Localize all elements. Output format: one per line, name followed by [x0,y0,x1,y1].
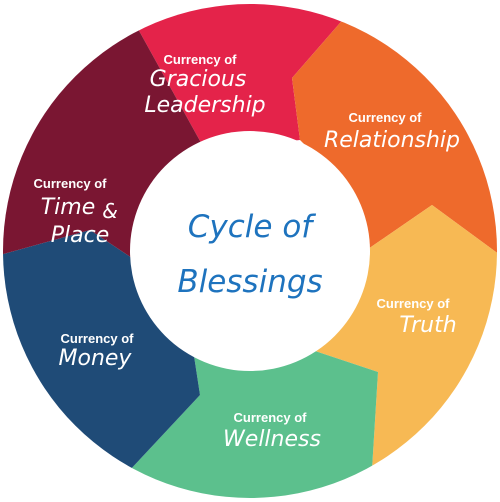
label-gracious-name-2: Leadership [144,93,265,118]
center-title-line1: Cycle of [188,209,317,245]
label-relationship-name: Relationship [324,128,460,153]
label-time-ampersand: & [102,199,118,223]
label-time-name-2: Place [51,223,110,248]
label-money-name: Money [59,346,133,371]
label-wellness-prefix: Currency of [234,410,308,425]
label-money-prefix: Currency of [61,331,135,346]
segment-gracious-leadership [122,4,360,150]
label-wellness-name: Wellness [223,427,321,452]
center-circle [130,131,370,371]
label-gracious-prefix: Currency of [164,52,238,67]
label-time-prefix: Currency of [34,176,108,191]
center-title-line2: Blessings [177,264,322,300]
label-gracious-name-1: Gracious [150,67,247,92]
label-relationship-prefix: Currency of [349,110,423,125]
segment-wellness [100,330,378,498]
label-truth-prefix: Currency of [377,296,451,311]
label-time-name-1: Time [41,195,96,220]
label-truth-name: Truth [399,313,456,338]
